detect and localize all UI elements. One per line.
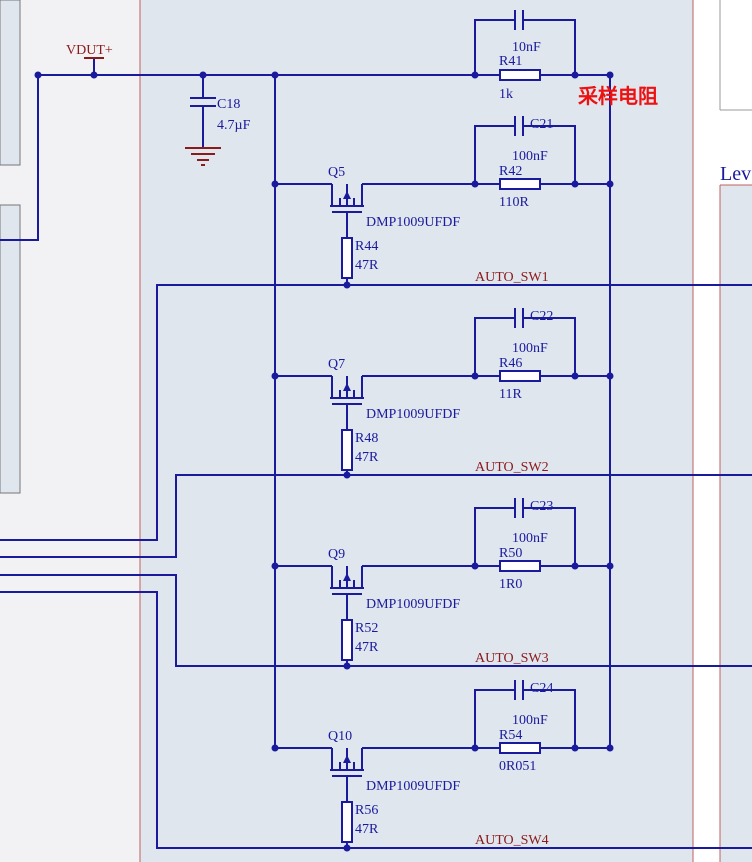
mosfet-q5 xyxy=(330,184,364,240)
sense-resistor-r54 xyxy=(471,680,614,754)
mosfet-q9 xyxy=(330,566,364,622)
ground-symbol xyxy=(185,147,221,166)
mosfet-ref: Q9 xyxy=(328,547,345,562)
net-label-auto_sw2: AUTO_SW2 xyxy=(475,460,549,475)
r41-ref: R41 xyxy=(499,54,522,69)
c18-ref: C18 xyxy=(217,97,240,112)
r41-cap-value: 10nF xyxy=(512,40,541,55)
sheet-right-panel xyxy=(720,185,752,862)
bypass-cap-ref: C21 xyxy=(530,117,553,132)
auto-sw1-line xyxy=(0,284,752,541)
mosfet-part: DMP1009UFDF xyxy=(366,215,460,230)
sheet-main-panel xyxy=(140,0,693,862)
sense-resistor-value: 11R xyxy=(499,387,522,402)
gate-resistor-ref: R48 xyxy=(355,431,378,446)
sense-resistor-ref: R54 xyxy=(499,728,522,743)
mosfet-part: DMP1009UFDF xyxy=(366,597,460,612)
sense-resistor-value: 110R xyxy=(499,195,529,210)
section-heading: Lev xyxy=(720,163,751,185)
sense-resistor-note: 采样电阻 xyxy=(578,84,658,108)
mosfet-part: DMP1009UFDF xyxy=(366,779,460,794)
sense-resistor-ref: R50 xyxy=(499,546,522,561)
sense-resistor-r42 xyxy=(471,116,614,190)
mosfet-q10 xyxy=(330,748,364,804)
mosfet-ref: Q5 xyxy=(328,165,345,180)
c18-value: 4.7µF xyxy=(217,118,251,133)
net-label-auto_sw3: AUTO_SW3 xyxy=(475,651,549,666)
gate-resistor-value: 47R xyxy=(355,450,379,465)
sense-resistor-r41: 10nF R41 1k xyxy=(471,10,579,102)
switch-stages: Q5DMP1009UFDFR4447RC21100nFR42110RAUTO_S… xyxy=(271,116,614,852)
bypass-cap-value: 100nF xyxy=(512,531,548,546)
left-block-2 xyxy=(0,204,21,494)
auto-sw4-line xyxy=(0,591,752,849)
bypass-cap-value: 100nF xyxy=(512,149,548,164)
vdut-label: VDUT+ xyxy=(66,43,113,58)
bypass-cap-ref: C23 xyxy=(530,499,553,514)
sense-resistor-ref: R42 xyxy=(499,164,522,179)
mosfet-q7 xyxy=(330,376,364,432)
auto-sw3-line xyxy=(0,574,752,667)
left-block-1 xyxy=(0,0,21,166)
bypass-cap-value: 100nF xyxy=(512,341,548,356)
r41-value: 1k xyxy=(499,87,513,102)
net-label-auto_sw4: AUTO_SW4 xyxy=(475,833,549,848)
sense-resistor-value: 1R0 xyxy=(499,577,522,592)
sense-resistor-ref: R46 xyxy=(499,356,522,371)
sheet-left-panel xyxy=(0,0,140,862)
sense-resistor-r50 xyxy=(471,498,614,572)
bypass-cap-value: 100nF xyxy=(512,713,548,728)
sense-resistor-r46 xyxy=(471,308,614,382)
gate-resistor-value: 47R xyxy=(355,258,379,273)
gate-resistor-ref: R52 xyxy=(355,621,378,636)
mosfet-part: DMP1009UFDF xyxy=(366,407,460,422)
vdut-rail xyxy=(0,74,475,241)
gate-resistor-value: 47R xyxy=(355,822,379,837)
bypass-cap-ref: C22 xyxy=(530,309,553,324)
net-label-auto_sw1: AUTO_SW1 xyxy=(475,270,549,285)
gate-resistor-value: 47R xyxy=(355,640,379,655)
gate-resistor-ref: R44 xyxy=(355,239,378,254)
auto-sw2-line xyxy=(0,474,752,558)
bypass-cap-ref: C24 xyxy=(530,681,553,696)
mosfet-ref: Q10 xyxy=(328,729,352,744)
gate-resistor-ref: R56 xyxy=(355,803,378,818)
sense-resistor-value: 0R051 xyxy=(499,759,536,774)
capacitor-c18: C18 4.7µF xyxy=(190,75,251,148)
mosfet-ref: Q7 xyxy=(328,357,345,372)
